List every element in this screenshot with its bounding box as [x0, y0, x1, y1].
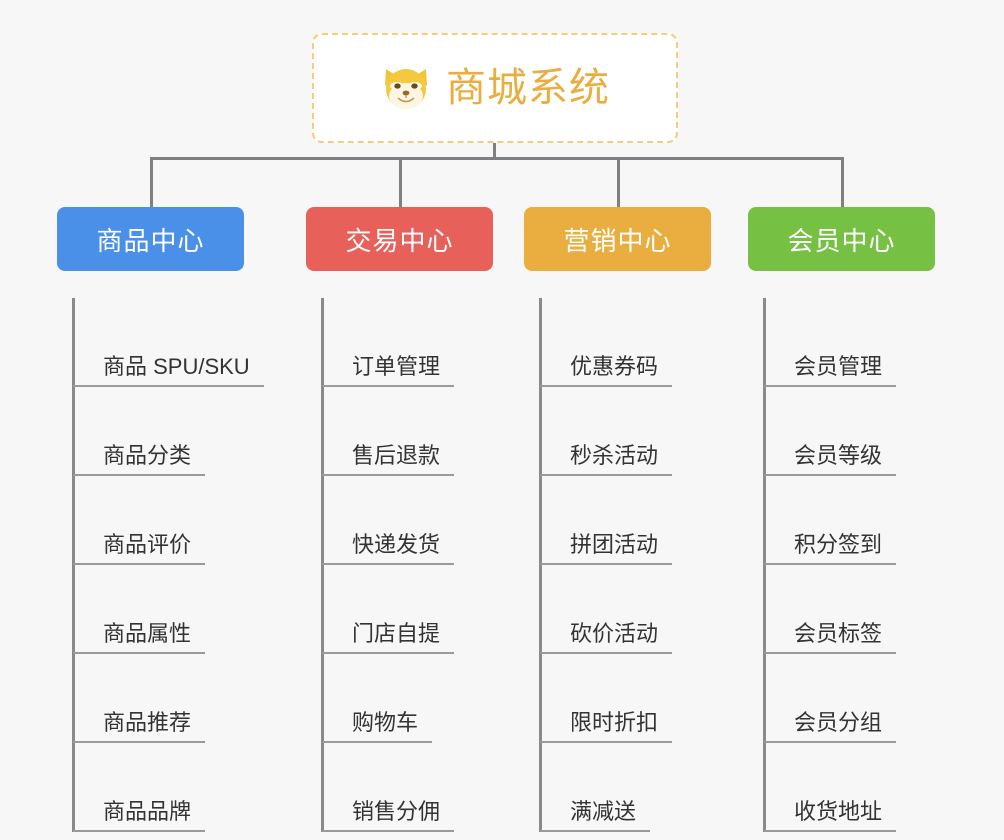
connector-horizontal-bus	[150, 157, 844, 160]
leaf-item[interactable]: 收货地址	[764, 743, 935, 832]
leaf-item[interactable]: 快递发货	[322, 476, 493, 565]
leaf-trunk-line	[539, 298, 542, 832]
leaf-item[interactable]: 拼团活动	[540, 476, 711, 565]
branch-product-center: 商品中心 商品 SPU/SKU 商品分类 商品评价 商品属性 商品推荐 商品品牌	[57, 207, 264, 832]
leaf-item[interactable]: 砍价活动	[540, 565, 711, 654]
branch-marketing-center: 营销中心 优惠券码 秒杀活动 拼团活动 砍价活动 限时折扣 满减送	[524, 207, 711, 832]
leaf-item[interactable]: 商品分类	[73, 387, 264, 476]
leaf-label: 秒杀活动	[540, 443, 673, 476]
leaf-label: 商品评价	[73, 532, 206, 565]
branch-header-product-center[interactable]: 商品中心	[57, 207, 244, 271]
branch-member-center: 会员中心 会员管理 会员等级 积分签到 会员标签 会员分组 收货地址	[748, 207, 935, 832]
leaf-label: 会员分组	[764, 710, 897, 743]
leaf-item[interactable]: 销售分佣	[322, 743, 493, 832]
leaf-label: 售后退款	[322, 443, 455, 476]
leaf-label: 收货地址	[764, 799, 897, 832]
leaf-label: 会员标签	[764, 621, 897, 654]
leaf-label: 优惠券码	[540, 354, 673, 387]
leaf-item[interactable]: 积分签到	[764, 476, 935, 565]
leaf-item[interactable]: 商品推荐	[73, 654, 264, 743]
leaf-list-trade-center: 订单管理 售后退款 快递发货 门店自提 购物车 销售分佣	[306, 298, 493, 832]
branch-header-marketing-center[interactable]: 营销中心	[524, 207, 711, 271]
leaf-label: 商品 SPU/SKU	[73, 354, 264, 387]
connector-branch-2	[399, 157, 402, 207]
leaf-item[interactable]: 会员分组	[764, 654, 935, 743]
leaf-label: 订单管理	[322, 354, 455, 387]
branch-trade-center: 交易中心 订单管理 售后退款 快递发货 门店自提 购物车 销售分佣	[306, 207, 493, 832]
leaf-item[interactable]: 满减送	[540, 743, 711, 832]
leaf-item[interactable]: 商品属性	[73, 565, 264, 654]
leaf-label: 门店自提	[322, 621, 455, 654]
leaf-item[interactable]: 秒杀活动	[540, 387, 711, 476]
leaf-label: 购物车	[322, 710, 433, 743]
leaf-item[interactable]: 商品 SPU/SKU	[73, 298, 264, 387]
leaf-label: 商品品牌	[73, 799, 206, 832]
connector-branch-4	[841, 157, 844, 207]
connector-branch-3	[617, 157, 620, 207]
leaf-list-marketing-center: 优惠券码 秒杀活动 拼团活动 砍价活动 限时折扣 满减送	[524, 298, 711, 832]
leaf-item[interactable]: 门店自提	[322, 565, 493, 654]
connector-branch-1	[150, 157, 153, 207]
leaf-label: 限时折扣	[540, 710, 673, 743]
leaf-trunk-line	[72, 298, 75, 832]
leaf-trunk-line	[321, 298, 324, 832]
leaf-item[interactable]: 商品品牌	[73, 743, 264, 832]
leaf-item[interactable]: 会员等级	[764, 387, 935, 476]
leaf-label: 商品分类	[73, 443, 206, 476]
leaf-item[interactable]: 限时折扣	[540, 654, 711, 743]
leaf-label: 满减送	[540, 799, 651, 832]
leaf-label: 会员等级	[764, 443, 897, 476]
branch-header-label: 营销中心	[563, 225, 672, 256]
leaf-label: 拼团活动	[540, 532, 673, 565]
leaf-list-product-center: 商品 SPU/SKU 商品分类 商品评价 商品属性 商品推荐 商品品牌	[57, 298, 264, 832]
leaf-item[interactable]: 优惠券码	[540, 298, 711, 387]
root-node[interactable]: 商城系统	[312, 33, 678, 143]
leaf-item[interactable]: 售后退款	[322, 387, 493, 476]
branch-header-label: 商品中心	[96, 225, 205, 256]
leaf-label: 快递发货	[322, 532, 455, 565]
branch-header-label: 交易中心	[345, 225, 454, 256]
root-title: 商城系统	[446, 66, 610, 110]
leaf-label: 商品推荐	[73, 710, 206, 743]
leaf-item[interactable]: 商品评价	[73, 476, 264, 565]
leaf-label: 砍价活动	[540, 621, 673, 654]
shiba-dog-face-icon	[380, 65, 432, 111]
branch-header-member-center[interactable]: 会员中心	[748, 207, 935, 271]
leaf-item[interactable]: 购物车	[322, 654, 493, 743]
leaf-label: 商品属性	[73, 621, 206, 654]
leaf-item[interactable]: 订单管理	[322, 298, 493, 387]
leaf-item[interactable]: 会员管理	[764, 298, 935, 387]
branch-header-label: 会员中心	[787, 225, 896, 256]
branch-header-trade-center[interactable]: 交易中心	[306, 207, 493, 271]
connector-root-stem	[493, 143, 496, 160]
leaf-list-member-center: 会员管理 会员等级 积分签到 会员标签 会员分组 收货地址	[748, 298, 935, 832]
leaf-item[interactable]: 会员标签	[764, 565, 935, 654]
leaf-label: 销售分佣	[322, 799, 455, 832]
leaf-trunk-line	[763, 298, 766, 832]
leaf-label: 积分签到	[764, 532, 897, 565]
leaf-label: 会员管理	[764, 354, 897, 387]
